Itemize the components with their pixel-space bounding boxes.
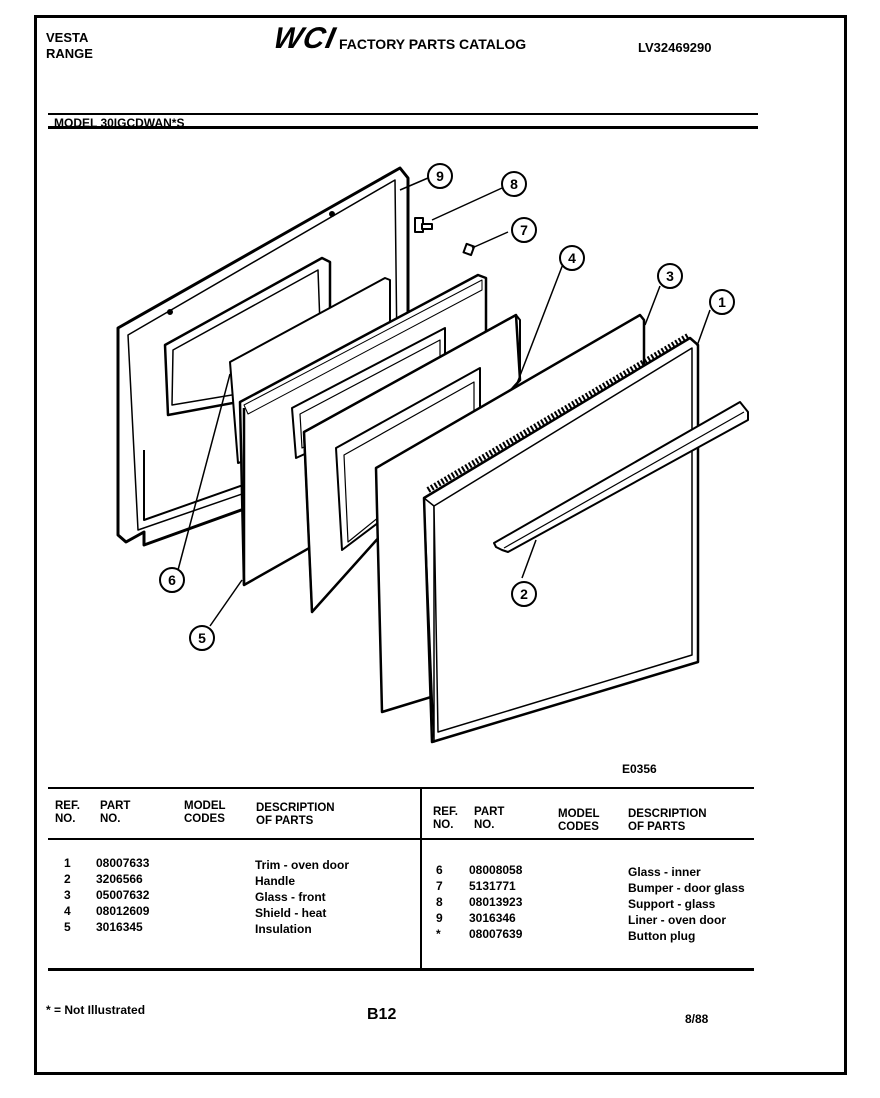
- table-row-right-ref: 8: [436, 895, 443, 909]
- table-row-right-desc: Bumper - door glass: [628, 881, 745, 895]
- table-row-left-desc: Handle: [255, 874, 296, 888]
- header-ref-no-left: REF. NO.: [55, 800, 80, 825]
- header-description-right: DESCRIPTION OF PARTS: [628, 808, 707, 833]
- table-row-left-ref: 2: [64, 872, 71, 886]
- diagram-code: E0356: [622, 762, 657, 776]
- callout-label-9: 9: [436, 168, 444, 184]
- table-row-right-desc: Button plug: [628, 929, 696, 943]
- table-row-right-ref: 6: [436, 863, 443, 877]
- callout-label-3: 3: [666, 268, 674, 284]
- callout-label-7: 7: [520, 222, 528, 238]
- callout-6: [159, 567, 185, 593]
- table-row-left-ref: 3: [64, 888, 71, 902]
- callout-3: [657, 263, 683, 289]
- table-row-left-part: 3206566: [96, 872, 143, 886]
- header-rule-top: [48, 113, 758, 115]
- header-description-left: DESCRIPTION OF PARTS: [256, 802, 335, 827]
- table-row-left-ref: 4: [64, 904, 71, 918]
- table-rule-top: [48, 787, 754, 789]
- table-row-left-part: 05007632: [96, 888, 150, 902]
- callout-5: [189, 625, 215, 651]
- callout-2: [511, 581, 537, 607]
- callout-label-1: 1: [718, 294, 726, 310]
- page-frame: [34, 15, 847, 1075]
- table-row-left-desc: Insulation: [255, 922, 312, 936]
- callout-label-4: 4: [568, 250, 576, 266]
- product-type: RANGE: [46, 46, 93, 61]
- header-model-codes-right: MODEL CODES: [558, 808, 600, 833]
- table-row-left-ref: 1: [64, 856, 71, 870]
- table-row-left-part: 3016345: [96, 920, 143, 934]
- table-row-right-part: 08013923: [469, 895, 523, 909]
- table-row-right-part: 5131771: [469, 879, 516, 893]
- catalog-title: FACTORY PARTS CATALOG: [339, 36, 527, 52]
- header-rule-bottom: [48, 126, 758, 129]
- table-row-right-desc: Liner - oven door: [628, 913, 727, 927]
- table-row-left-part: 08007633: [96, 856, 150, 870]
- table-row-right-part: 08008058: [469, 863, 523, 877]
- wci-logo: WCI: [270, 22, 339, 55]
- table-row-left-desc: Trim - oven door: [255, 858, 350, 872]
- callout-8: [501, 171, 527, 197]
- oven-door-exploded-diagram: 1 2 3 4 5 6 7 8 9: [116, 163, 749, 744]
- callout-9: [427, 163, 453, 189]
- table-column-divider: [420, 788, 422, 969]
- callout-1: [709, 289, 735, 315]
- date-code: 8/88: [685, 1012, 709, 1026]
- table-row-right-desc: Glass - inner: [628, 865, 701, 879]
- part-1-trim: [422, 333, 700, 744]
- callout-label-6: 6: [168, 572, 176, 588]
- brand-name: VESTA: [46, 30, 89, 45]
- table-row-left-desc: Shield - heat: [255, 906, 327, 920]
- table-row-right-desc: Support - glass: [628, 897, 716, 911]
- callout-7: [511, 217, 537, 243]
- table-row-right-part: 3016346: [469, 911, 516, 925]
- part-8-support: [414, 217, 433, 233]
- table-row-left-part: 08012609: [96, 904, 150, 918]
- footnote: * = Not Illustrated: [46, 1003, 146, 1017]
- table-rule-header: [48, 838, 754, 840]
- table-row-right-ref: 7: [436, 879, 443, 893]
- table-rule-bottom: [48, 968, 754, 971]
- part-2-handle: [493, 401, 749, 553]
- callout-label-2: 2: [520, 586, 528, 602]
- callout-label-8: 8: [510, 176, 518, 192]
- header-part-no-left: PART NO.: [100, 800, 131, 825]
- page-number: B12: [367, 1006, 397, 1023]
- part-7-bumper: [462, 242, 476, 257]
- model-number: MODEL 30IGCDWAN*S: [54, 116, 185, 130]
- table-row-left-ref: 5: [64, 920, 71, 934]
- table-row-right-ref: 9: [436, 911, 443, 925]
- table-row-right-ref: *: [436, 927, 441, 941]
- catalog-number: LV32469290: [638, 40, 712, 55]
- callout-label-5: 5: [198, 630, 206, 646]
- header-ref-no-right: REF. NO.: [433, 806, 458, 831]
- table-row-right-part: 08007639: [469, 927, 523, 941]
- callout-4: [559, 245, 585, 271]
- header-part-no-right: PART NO.: [474, 806, 505, 831]
- header-model-codes-left: MODEL CODES: [184, 800, 226, 825]
- table-row-left-desc: Glass - front: [255, 890, 326, 904]
